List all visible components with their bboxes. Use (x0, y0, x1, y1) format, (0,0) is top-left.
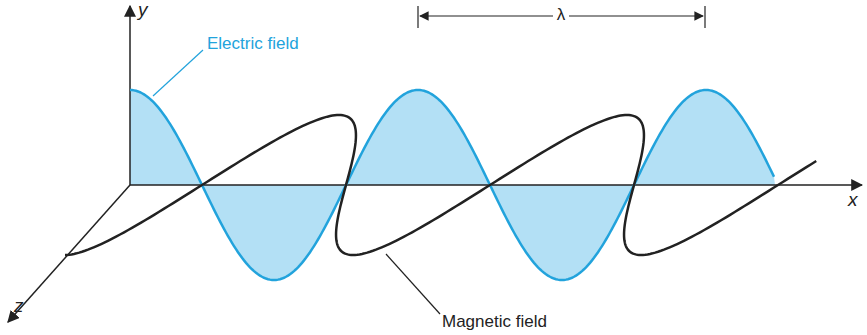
axis-label: y (138, 0, 148, 20)
wavelength-label: λ (553, 5, 570, 25)
magnetic-field-wave (65, 115, 816, 255)
field-label: Magnetic field (442, 312, 547, 332)
leader-line (153, 50, 203, 96)
wavelength-tick (417, 6, 418, 28)
electric-field-wave (130, 90, 774, 280)
wavelength-tick (704, 6, 705, 28)
x-axis (130, 184, 862, 186)
leader-line (386, 254, 440, 314)
field-label: Electric field (207, 34, 299, 54)
axis-label: x (848, 190, 858, 210)
axis-label: z (14, 296, 24, 316)
y-axis (129, 6, 131, 185)
